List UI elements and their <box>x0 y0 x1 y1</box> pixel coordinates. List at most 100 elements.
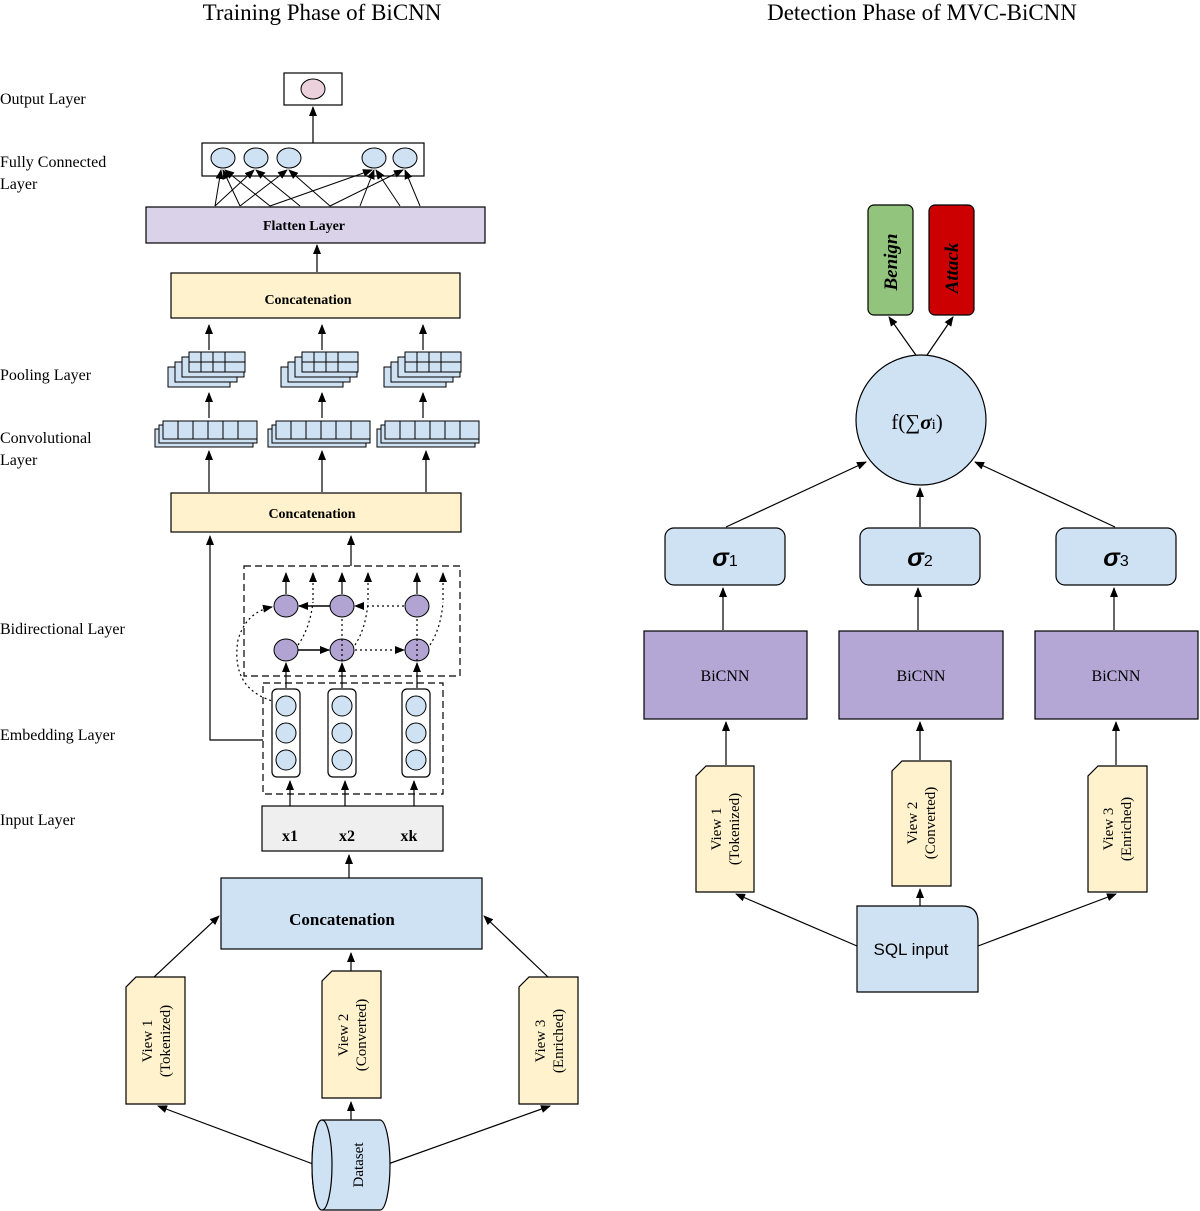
views-to-bicnn-arrows <box>722 721 1120 765</box>
fc-node <box>210 147 236 169</box>
training-title: Training Phase of BiCNN <box>203 0 442 25</box>
bicnn-label: BiCNN <box>897 668 946 685</box>
attack-label: Attack <box>942 242 963 294</box>
benign-label: Benign <box>881 233 902 291</box>
dataset-label: Dataset <box>351 1142 367 1188</box>
pool-group-1 <box>167 351 246 388</box>
embedding-layer-label: Embedding Layer <box>0 727 116 744</box>
convolutional-label-line2: Layer <box>0 452 38 469</box>
pool-group-2 <box>280 351 359 388</box>
svg-text:σ2: σ2 <box>907 544 933 572</box>
detection-view-1: View 1 (Tokenized) <box>695 765 755 893</box>
view-label-line2: (Tokenized) <box>158 1005 174 1077</box>
sigma-to-fusion-arrows <box>725 461 1116 528</box>
sql-input-label: SQL input <box>874 940 949 959</box>
conv-group-3 <box>376 420 480 448</box>
output-layer <box>283 72 343 106</box>
flatten-layer-box <box>145 206 486 244</box>
view-label-line2: (Enriched) <box>1119 797 1135 861</box>
view-label-line1: View 2 <box>336 1014 352 1057</box>
svg-text:σ1: σ1 <box>712 544 738 572</box>
view-label-line1: View 1 <box>140 1020 156 1063</box>
input-token: x1 <box>282 828 298 845</box>
layer-labels: Output Layer Fully Connected Layer Pooli… <box>0 91 126 829</box>
bidir-backward-node <box>273 594 299 618</box>
embedding-vector-1 <box>271 688 301 778</box>
conv-to-pooling-arrows <box>205 392 427 418</box>
bidir-backward-node <box>329 594 355 618</box>
pooling-layer <box>167 351 462 388</box>
concat-to-conv-arrows <box>205 450 430 492</box>
bicnn-box-2: BiCNN <box>838 630 1004 720</box>
convolutional-label-line1: Convolutional <box>0 430 92 447</box>
views-to-concat-arrows <box>153 915 549 978</box>
flatten-layer-label: Flatten Layer <box>263 219 345 234</box>
input-layer-label: Input Layer <box>0 812 76 829</box>
view-label-line2: (Enriched) <box>551 1009 567 1073</box>
bidirectional-layer <box>236 565 461 703</box>
conv-group-1 <box>154 420 258 448</box>
detection-view-2: View 2 (Converted) <box>891 760 952 887</box>
training-view-1: View 1 (Tokenized) <box>125 976 186 1105</box>
fusion-to-output-arrows <box>888 316 954 359</box>
input-to-embedding-arrows <box>286 780 418 806</box>
bicnn-label: BiCNN <box>1092 668 1141 685</box>
bidir-dashed-box <box>243 565 461 677</box>
fc-node <box>276 147 302 169</box>
embedding-layer <box>262 682 444 795</box>
embedding-vector-2 <box>327 688 357 778</box>
view-label-line2: (Converted) <box>923 787 939 859</box>
fully-connected-layer <box>201 142 425 177</box>
input-token: xk <box>401 828 418 845</box>
training-view-3: View 3 (Enriched) <box>518 976 579 1105</box>
embedding-vector-3 <box>401 688 431 778</box>
concat-mid-box <box>170 492 462 533</box>
arrow-embedding-skip <box>206 535 263 741</box>
conv-group-2 <box>267 420 371 448</box>
embedding-dashed-box <box>262 682 444 795</box>
fully-connected-label-line1: Fully Connected <box>0 154 106 171</box>
bicnn-label: BiCNN <box>701 668 750 685</box>
dataset-cylinder: Dataset <box>311 1119 391 1211</box>
fc-node <box>392 147 418 169</box>
view-label-line2: (Converted) <box>354 999 370 1071</box>
sigma-box-2: σ2 <box>859 527 981 586</box>
view-label-line1: View 3 <box>1101 808 1117 851</box>
concat-top-box <box>170 272 461 319</box>
fc-box <box>201 142 425 177</box>
bicnn-box-1: BiCNN <box>643 630 808 720</box>
fusion-formula: f(∑σi) <box>891 410 942 434</box>
bidir-backward-node <box>404 594 430 618</box>
pool-group-3 <box>383 351 462 388</box>
benign-output: Benign <box>867 204 914 316</box>
bicnn-to-sigma-arrows <box>719 587 1118 630</box>
input-token: x2 <box>339 828 355 845</box>
view-label-line1: View 3 <box>533 1020 549 1063</box>
fc-node <box>243 147 269 169</box>
attack-output: Attack <box>928 204 975 316</box>
input-layer-box <box>261 805 444 852</box>
sigma-box-1: σ1 <box>664 527 786 586</box>
view-label-line2: (Tokenized) <box>727 793 743 865</box>
training-view-2: View 2 (Converted) <box>321 970 382 1099</box>
bidir-forward-node <box>273 638 299 662</box>
view-label-line1: View 2 <box>905 802 921 845</box>
detection-title: Detection Phase of MVC-BiCNN <box>767 0 1077 25</box>
svg-text:σ3: σ3 <box>1103 544 1129 572</box>
concat-bottom-label: Concatenation <box>289 910 395 929</box>
convolutional-layer <box>154 420 480 448</box>
sigma-box-3: σ3 <box>1055 527 1177 586</box>
sql-input-box: SQL input <box>856 905 979 993</box>
fully-connected-label-line2: Layer <box>0 176 38 193</box>
bicnn-box-3: BiCNN <box>1034 630 1199 720</box>
concat-mid-label: Concatenation <box>268 507 355 522</box>
concat-top-label: Concatenation <box>264 293 351 308</box>
output-node <box>300 78 326 100</box>
view-label-line1: View 1 <box>709 808 725 851</box>
bidirectional-layer-label: Bidirectional Layer <box>0 621 126 638</box>
sql-to-views-arrows <box>735 888 1117 947</box>
concat-bottom-box <box>220 877 483 950</box>
flatten-to-fc-arrows <box>214 169 421 207</box>
pooling-to-concat-arrows <box>205 324 427 350</box>
